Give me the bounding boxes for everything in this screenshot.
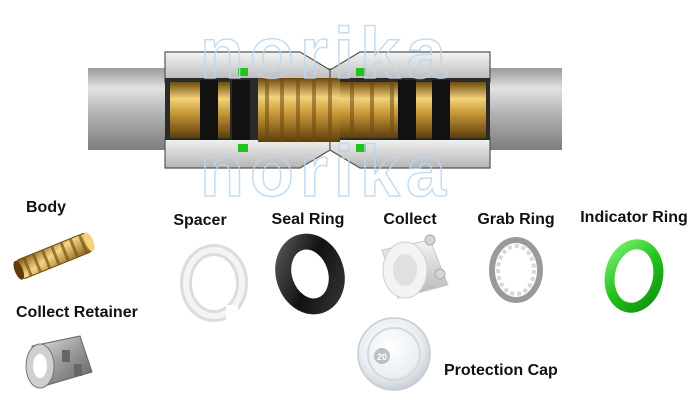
body-part — [13, 232, 95, 280]
seal-ring-part — [275, 233, 345, 315]
spacer-part — [180, 244, 248, 322]
indicator-ring-part — [604, 239, 664, 313]
label-body: Body — [26, 199, 66, 216]
brass-body-right — [420, 82, 486, 138]
label-seal-ring: Seal Ring — [271, 211, 345, 228]
label-spacer: Spacer — [173, 212, 227, 229]
label-indicator-ring: Indicator Ring — [580, 209, 688, 226]
label-grab-ring: Grab Ring — [477, 211, 555, 228]
grab-ring-part — [489, 237, 543, 303]
collect-part — [381, 234, 449, 299]
label-protection-cap: Protection Cap — [444, 362, 558, 379]
label-collect-retainer: Collect Retainer — [16, 304, 138, 321]
protection-cap-number: 20 — [377, 352, 387, 362]
protection-cap-part: 20 — [357, 317, 431, 391]
collect-retainer-part — [25, 335, 93, 389]
watermark-top: norika — [200, 14, 452, 94]
cross-section-assembly — [88, 51, 562, 169]
label-collect: Collect — [383, 211, 437, 228]
watermark-bottom: norika — [200, 132, 452, 212]
